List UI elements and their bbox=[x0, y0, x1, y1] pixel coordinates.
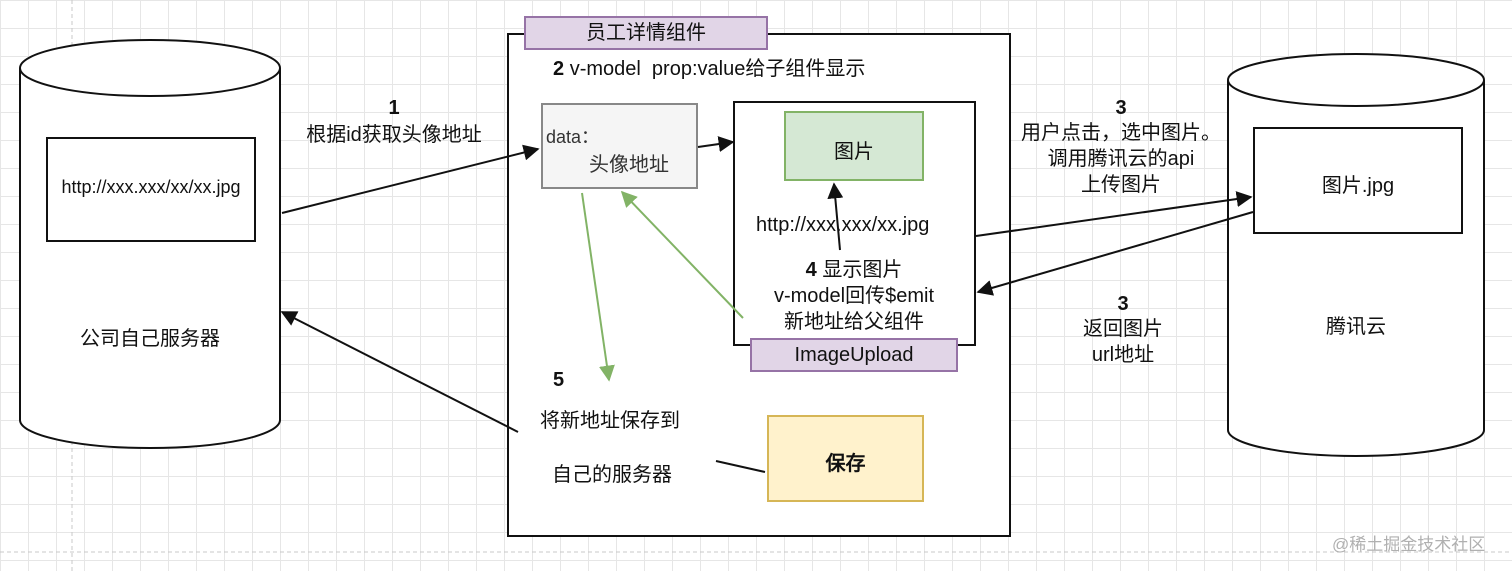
step3a-line3: 上传图片 bbox=[1081, 174, 1161, 196]
save-button[interactable]: 保存 bbox=[767, 415, 924, 502]
image-upload-title: ImageUpload bbox=[794, 344, 914, 366]
step5-line1: 将新地址保存到 bbox=[540, 410, 680, 432]
cloud-file-text: 图片.jpg bbox=[1321, 175, 1395, 197]
component-title: 员工详情组件 bbox=[586, 22, 706, 44]
step3a-line1: 用户点击，选中图片。 bbox=[1021, 122, 1221, 144]
component-title-tag: 员工详情组件 bbox=[524, 16, 768, 50]
image-placeholder-text: 图片 bbox=[834, 141, 874, 163]
step3b-number: 3 bbox=[1117, 293, 1129, 315]
cloud-label: 腾讯云 bbox=[1326, 316, 1386, 338]
step3a-number: 3 bbox=[1115, 97, 1127, 119]
server-label: 公司自己服务器 bbox=[80, 328, 220, 350]
step3a-line2: 调用腾讯云的api bbox=[1047, 148, 1195, 170]
server-url-box: http://xxx.xxx/xx/xx.jpg bbox=[46, 137, 256, 242]
save-button-label: 保存 bbox=[825, 453, 866, 475]
step2-number: 2 bbox=[553, 58, 565, 80]
step4-label: 4 显示图片 bbox=[734, 257, 974, 283]
step4-line1: 显示图片 bbox=[822, 259, 903, 281]
image-upload-title-tag: ImageUpload bbox=[750, 338, 958, 372]
server-url-text: http://xxx.xxx/xx/xx.jpg bbox=[61, 177, 241, 197]
data-value: 头像地址 bbox=[589, 154, 669, 176]
step2-text: v-model prop:value给子组件显示 bbox=[569, 58, 866, 80]
cloud-file-box: 图片.jpg bbox=[1253, 127, 1463, 234]
step2-label: 2 v-model prop:value给子组件显示 bbox=[553, 56, 865, 82]
data-box: data： 头像地址 bbox=[541, 103, 698, 189]
step4-line3: 新地址给父组件 bbox=[784, 311, 924, 333]
step4-line2: v-model回传$emit bbox=[773, 285, 935, 307]
step3b-line2: url地址 bbox=[1091, 344, 1155, 366]
upload-url-text: http://xxx.xxx/xx.jpg bbox=[756, 214, 930, 236]
data-label: data： bbox=[546, 127, 600, 147]
step1-text: 根据id获取头像地址 bbox=[306, 124, 482, 146]
step4-number: 4 bbox=[805, 259, 817, 281]
step3b-line1: 返回图片 bbox=[1083, 318, 1163, 340]
watermark: @稀土掘金技术社区 bbox=[1332, 535, 1486, 554]
image-placeholder: 图片 bbox=[784, 111, 924, 181]
step1-number: 1 bbox=[388, 97, 400, 119]
step5-line2: 自己的服务器 bbox=[552, 464, 672, 486]
step5-number: 5 bbox=[553, 369, 565, 391]
